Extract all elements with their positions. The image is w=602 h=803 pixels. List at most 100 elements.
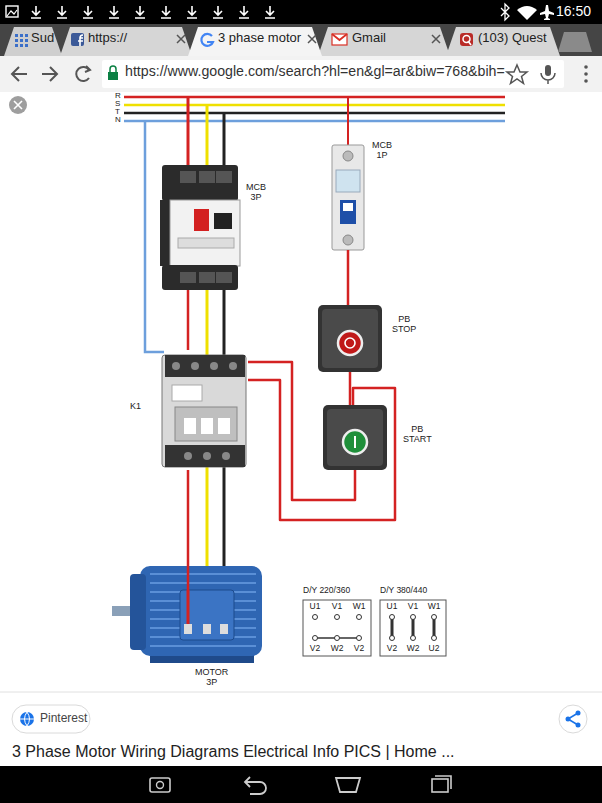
grid-cell <box>20 44 23 47</box>
tab-title: Sud <box>31 31 54 44</box>
bluetooth-icon <box>501 4 509 20</box>
globe-icon <box>20 712 34 726</box>
start-button <box>323 405 387 470</box>
wire-t <box>223 113 226 168</box>
connection-box: D/Y 380/440U1V1W1V2W2U2 <box>380 600 446 656</box>
control-wire <box>349 372 352 405</box>
bus-line-s <box>124 104 505 107</box>
close-viewer <box>14 101 22 109</box>
button-face <box>327 409 383 466</box>
breaker-bottom <box>162 265 238 290</box>
close-viewer <box>9 96 27 114</box>
cooling-fin <box>150 582 256 584</box>
status-bar <box>0 0 602 24</box>
terminal-dot <box>432 615 437 620</box>
gmail-favicon <box>332 34 347 45</box>
terminal-strip <box>165 355 245 377</box>
download-icon <box>265 6 275 18</box>
terminal <box>199 171 215 183</box>
active-tab <box>188 27 322 56</box>
terminal-dot <box>313 636 318 641</box>
delta-link <box>412 617 415 638</box>
connection-box: D/Y 220/360U1V1W1V2W2V2 <box>303 600 371 656</box>
image-icon <box>7 10 17 16</box>
button-housing <box>323 405 387 470</box>
terminal-screw <box>210 362 218 370</box>
terminal-name: W1 <box>349 602 369 611</box>
wire-s <box>206 288 209 358</box>
home-nav-icon <box>336 778 360 792</box>
motor-flange <box>130 574 146 650</box>
grid-cell <box>15 44 18 47</box>
share-icon <box>576 723 581 728</box>
control-wire <box>187 470 190 590</box>
phase-letter: R <box>115 92 121 100</box>
connection-box <box>380 600 446 656</box>
menu-dot <box>584 72 588 76</box>
stop-button <box>318 305 382 372</box>
contactor-plate <box>172 385 202 401</box>
mic-icon <box>545 65 551 76</box>
wifi-icon <box>517 6 537 20</box>
back-button <box>12 67 27 81</box>
terminal-name: U2 <box>424 644 444 653</box>
terminal <box>216 171 232 183</box>
control-wire <box>347 250 350 305</box>
new-tab-button <box>558 32 592 52</box>
terminal-box <box>180 590 234 640</box>
terminal-name: V2 <box>382 644 402 653</box>
terminal-dot <box>335 636 340 641</box>
terminal <box>216 272 232 283</box>
terminal-screw <box>184 452 192 460</box>
terminal-dot <box>432 636 437 641</box>
terminal-screw <box>229 362 237 370</box>
motor-wire-u <box>187 590 190 625</box>
terminal-dot <box>357 615 362 620</box>
share-button <box>559 705 587 733</box>
menu-dot <box>584 79 588 83</box>
terminal <box>180 272 196 283</box>
breaker-toggle <box>343 203 353 211</box>
single-pole-breaker: MCB 1P <box>332 145 364 250</box>
rating-strip <box>178 238 234 248</box>
connection-box <box>303 600 371 656</box>
contactor: K1 <box>160 350 248 470</box>
bus-line-n <box>124 120 505 123</box>
control-wire <box>248 380 395 520</box>
lock-icon <box>108 72 118 80</box>
component-label: PB START <box>403 425 432 445</box>
control-supply-wire <box>347 97 349 148</box>
stop-knob <box>338 331 362 355</box>
browser-tab <box>60 27 192 56</box>
source-chip <box>12 705 90 733</box>
omnibox <box>102 60 564 88</box>
contactor <box>162 355 246 467</box>
breaker-top <box>162 165 238 201</box>
breaker-knob <box>194 209 209 231</box>
nav-bar <box>0 766 602 803</box>
breaker-toggle <box>340 200 356 224</box>
three-pole-breaker: MCB 3P <box>160 165 240 290</box>
button-face <box>322 309 378 368</box>
forward-button <box>42 67 57 81</box>
terminal <box>199 272 215 283</box>
terminal-name: W1 <box>424 602 444 611</box>
screenshot-icon <box>157 782 164 789</box>
wire-s <box>206 105 209 168</box>
start-knob <box>343 430 367 454</box>
stop-symbol <box>345 338 355 348</box>
divider <box>0 692 602 693</box>
recents-nav-icon <box>435 776 451 789</box>
terminal-dot <box>390 615 395 620</box>
start-button: PB START <box>323 405 387 470</box>
grid-cell <box>25 34 28 37</box>
download-icon <box>161 6 171 18</box>
terminal-dot <box>411 615 416 620</box>
facebook-favicon <box>71 33 84 46</box>
tab-title: https:// <box>88 31 127 44</box>
terminal-screw <box>343 151 353 161</box>
source-name: Pinterest <box>40 712 87 724</box>
mic-icon <box>541 73 555 84</box>
component-label: MCB 1P <box>372 141 392 161</box>
bookmark-star <box>507 65 527 84</box>
